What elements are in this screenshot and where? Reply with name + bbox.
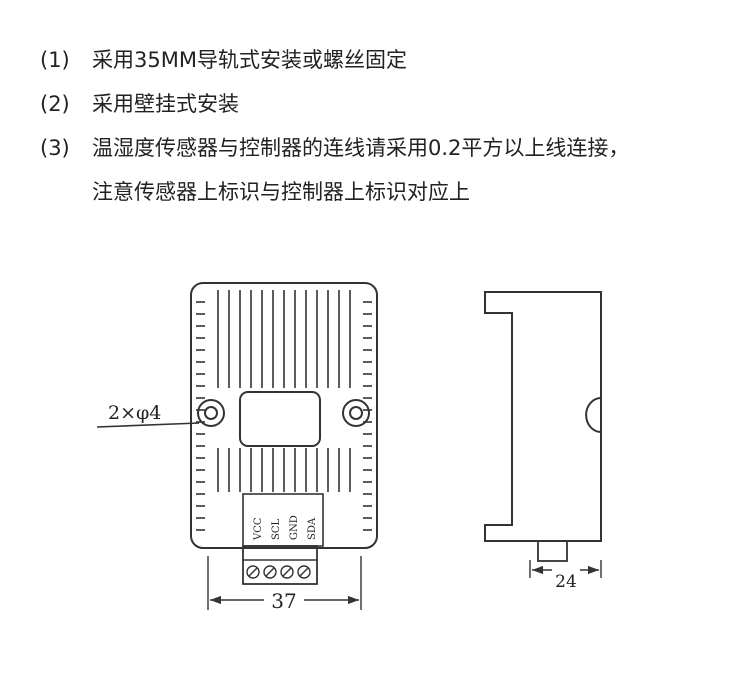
display-window bbox=[239, 391, 321, 447]
note-3-text: 温湿度传感器与控制器的连线请采用0.2平方以上线连接， bbox=[92, 136, 630, 160]
terminal-labels: VCC SCL GND SDA bbox=[253, 515, 318, 541]
din-rail-profile bbox=[484, 291, 602, 542]
side-width-dimension bbox=[529, 560, 602, 578]
side-clip bbox=[585, 397, 602, 433]
note-1-number: (1) bbox=[40, 48, 70, 72]
terminal-block bbox=[242, 545, 318, 585]
hole-diameter-label: 2×φ4 bbox=[108, 402, 161, 424]
hole-leader-line bbox=[96, 422, 200, 428]
terminal-label-gnd: GND bbox=[289, 515, 300, 540]
note-3-continuation-text: 注意传感器上标识与控制器上标识对应上 bbox=[92, 180, 470, 204]
front-width-label: 37 bbox=[271, 589, 296, 613]
mounting-hole-right-inner bbox=[349, 406, 363, 420]
bottom-connector bbox=[537, 540, 568, 562]
front-width-dimension bbox=[207, 556, 362, 610]
terminal-screw-slot bbox=[282, 567, 292, 577]
note-2-text: 采用壁挂式安装 bbox=[92, 92, 239, 116]
front-view bbox=[96, 282, 378, 585]
terminal-screw-slot bbox=[248, 567, 258, 577]
side-width-label: 24 bbox=[555, 572, 577, 592]
terminal-screw-icon bbox=[297, 565, 311, 579]
terminal-screws bbox=[246, 565, 311, 579]
terminal-screw-icon bbox=[280, 565, 294, 579]
vent-slots bbox=[196, 290, 372, 531]
mounting-hole-right bbox=[342, 399, 370, 427]
terminal-screw-icon bbox=[246, 565, 260, 579]
terminal-screw-icon bbox=[263, 565, 277, 579]
side-view bbox=[484, 291, 602, 562]
terminal-label-sda: SDA bbox=[307, 517, 318, 540]
terminal-screw-slot bbox=[299, 567, 309, 577]
terminal-label-vcc: VCC bbox=[253, 517, 264, 541]
installation-notes: (1) 采用35MM导轨式安装或螺丝固定 (2) 采用壁挂式安装 (3) 温湿度… bbox=[40, 38, 740, 214]
note-3-number: (3) bbox=[40, 136, 70, 160]
mounting-hole-left-inner bbox=[204, 406, 218, 420]
mounting-hole-left bbox=[197, 399, 225, 427]
sensor-housing bbox=[190, 282, 378, 549]
terminal-screw-slot bbox=[265, 567, 275, 577]
note-1: (1) 采用35MM导轨式安装或螺丝固定 bbox=[40, 38, 740, 82]
note-3: (3) 温湿度传感器与控制器的连线请采用0.2平方以上线连接， bbox=[40, 126, 740, 170]
note-2: (2) 采用壁挂式安装 bbox=[40, 82, 740, 126]
note-2-number: (2) bbox=[40, 92, 70, 116]
note-3-continuation: 注意传感器上标识与控制器上标识对应上 bbox=[40, 170, 740, 214]
terminal-label-scl: SCL bbox=[271, 518, 282, 540]
note-1-text: 采用35MM导轨式安装或螺丝固定 bbox=[92, 48, 407, 72]
